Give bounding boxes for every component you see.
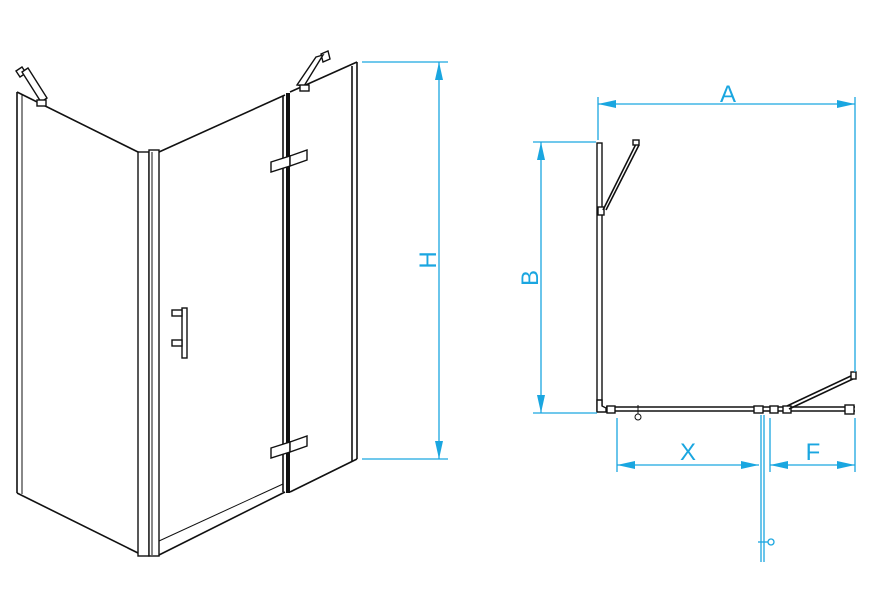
plan-view: A B X F (517, 81, 857, 562)
fixed-panel (286, 61, 358, 493)
dimension-b: B (517, 141, 597, 414)
wall-bracket-left (15, 66, 48, 107)
corner-post (137, 149, 160, 557)
label-a: A (720, 81, 736, 108)
left-side-panel (16, 91, 141, 554)
wall-side (596, 139, 640, 413)
dimension-a: A (597, 81, 856, 372)
hinge-bottom (270, 435, 308, 459)
front-glass (606, 371, 857, 421)
dimension-f: F (769, 418, 856, 472)
perspective-view: H (15, 50, 448, 557)
label-f: F (806, 439, 821, 466)
dimension-x: X (616, 418, 759, 472)
door-panel (158, 94, 286, 556)
door-handle (171, 307, 188, 359)
hinge-top (270, 149, 308, 173)
door-swing (758, 415, 775, 562)
label-b: B (517, 270, 544, 286)
wall-bracket-right (295, 50, 331, 92)
dimension-h: H (362, 61, 448, 460)
label-h: H (415, 251, 442, 268)
label-x: X (680, 439, 696, 466)
